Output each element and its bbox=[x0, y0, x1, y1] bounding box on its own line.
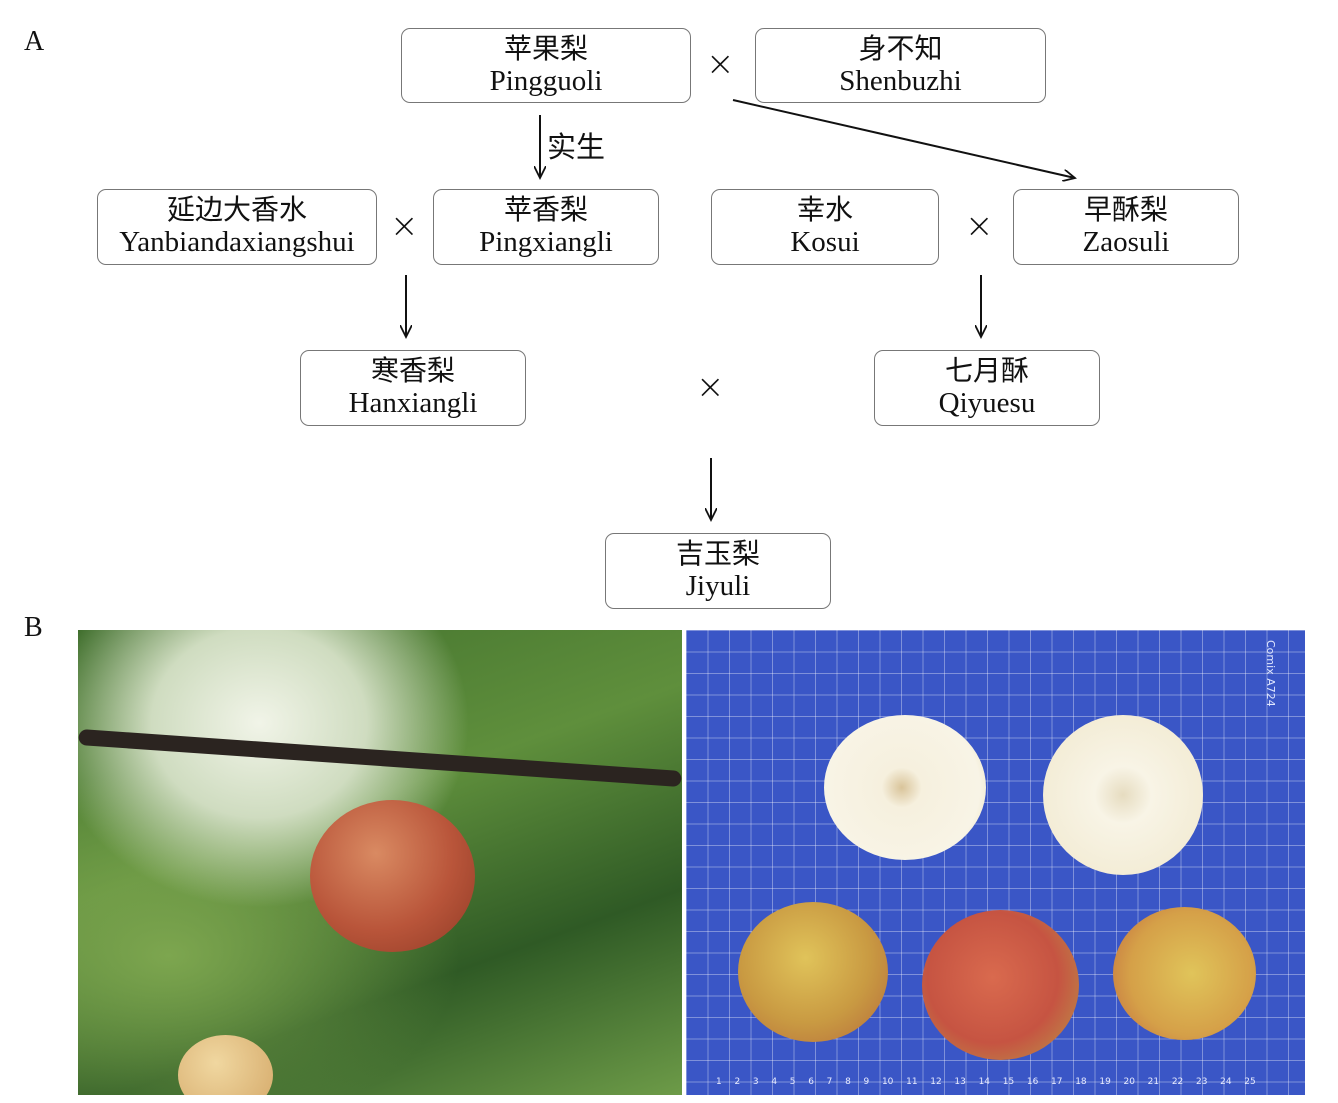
node-en: Kosui bbox=[790, 226, 860, 258]
node-zh: 延边大香水 bbox=[166, 193, 307, 226]
cutting-mat-brand: Comix A724 bbox=[1264, 640, 1277, 707]
pear-half-cross-section bbox=[824, 715, 986, 860]
node-en: Shenbuzhi bbox=[839, 65, 962, 97]
node-zh: 早酥梨 bbox=[1083, 193, 1168, 226]
panel-label-a: A bbox=[24, 26, 45, 57]
pear-fruit bbox=[738, 902, 888, 1042]
node-zh: 幸水 bbox=[796, 193, 853, 226]
ruler-tick-label: 11 bbox=[906, 1077, 918, 1087]
pear-fruit bbox=[1113, 907, 1256, 1040]
ruler-tick-label: 25 bbox=[1244, 1077, 1256, 1087]
seedling-label: 实生 bbox=[547, 130, 606, 164]
node-zh: 七月酥 bbox=[944, 354, 1029, 387]
node-en: Zaosuli bbox=[1082, 226, 1170, 258]
ruler-tick-label: 7 bbox=[826, 1077, 833, 1087]
ruler-tick-label: 15 bbox=[1002, 1077, 1015, 1087]
ruler-tick-label: 5 bbox=[789, 1077, 796, 1087]
branch bbox=[78, 728, 682, 788]
cross-symbol: × bbox=[390, 206, 419, 246]
ruler-tick-label: 18 bbox=[1075, 1077, 1087, 1087]
ruler-tick-label: 4 bbox=[771, 1077, 778, 1087]
node-zh: 苹果梨 bbox=[503, 32, 588, 65]
ruler-tick-label: 1 bbox=[716, 1077, 722, 1087]
ruler-tick-label: 13 bbox=[954, 1077, 966, 1087]
ruler-tick-label: 17 bbox=[1051, 1077, 1063, 1087]
cross-symbol: × bbox=[696, 367, 725, 407]
ruler-tick-label: 22 bbox=[1171, 1077, 1184, 1087]
node-zh: 苹香梨 bbox=[503, 193, 588, 226]
pedigree-arrows bbox=[0, 99, 1338, 620]
ruler-tick-label: 19 bbox=[1099, 1077, 1111, 1087]
photo-fruit-on-tree bbox=[78, 630, 682, 1095]
node-zh: 吉玉梨 bbox=[675, 537, 760, 570]
pear-half-longitudinal bbox=[1043, 715, 1203, 875]
node-en: Hanxiangli bbox=[348, 387, 478, 419]
ruler-tick-label: 2 bbox=[734, 1077, 741, 1087]
ruler-tick-label: 9 bbox=[863, 1077, 870, 1087]
node-zh: 寒香梨 bbox=[370, 354, 455, 387]
node-en: Jiyuli bbox=[685, 570, 751, 602]
cross-symbol: × bbox=[965, 206, 994, 246]
node-zh: 身不知 bbox=[858, 32, 943, 65]
arrow-cross-zaosuli bbox=[732, 99, 1075, 178]
ruler-tick-label: 6 bbox=[808, 1077, 814, 1087]
node-en: Pingguoli bbox=[489, 65, 603, 97]
node-en: Yanbiandaxiangshui bbox=[119, 226, 355, 258]
ruler-tick-label: 16 bbox=[1026, 1077, 1039, 1087]
ruler-tick-label: 10 bbox=[881, 1077, 894, 1087]
ruler-tick-label: 14 bbox=[978, 1077, 991, 1087]
ruler-tick-label: 23 bbox=[1195, 1077, 1208, 1087]
pear-fruit bbox=[922, 910, 1079, 1060]
node-en: Pingxiangli bbox=[479, 226, 613, 258]
ruler-tick-label: 3 bbox=[752, 1077, 759, 1087]
pear-fruit bbox=[178, 1035, 273, 1095]
ruler-tick-label: 21 bbox=[1147, 1077, 1160, 1087]
cross-symbol: × bbox=[706, 44, 735, 84]
node-en: Qiyuesu bbox=[938, 387, 1036, 419]
panel-label-b: B bbox=[24, 612, 43, 643]
pear-fruit bbox=[310, 800, 475, 952]
ruler-tick-label: 12 bbox=[930, 1077, 942, 1087]
ruler-tick-label: 8 bbox=[845, 1077, 851, 1087]
ruler-tick-label: 20 bbox=[1123, 1077, 1135, 1087]
ruler-tick-label: 24 bbox=[1220, 1077, 1232, 1087]
